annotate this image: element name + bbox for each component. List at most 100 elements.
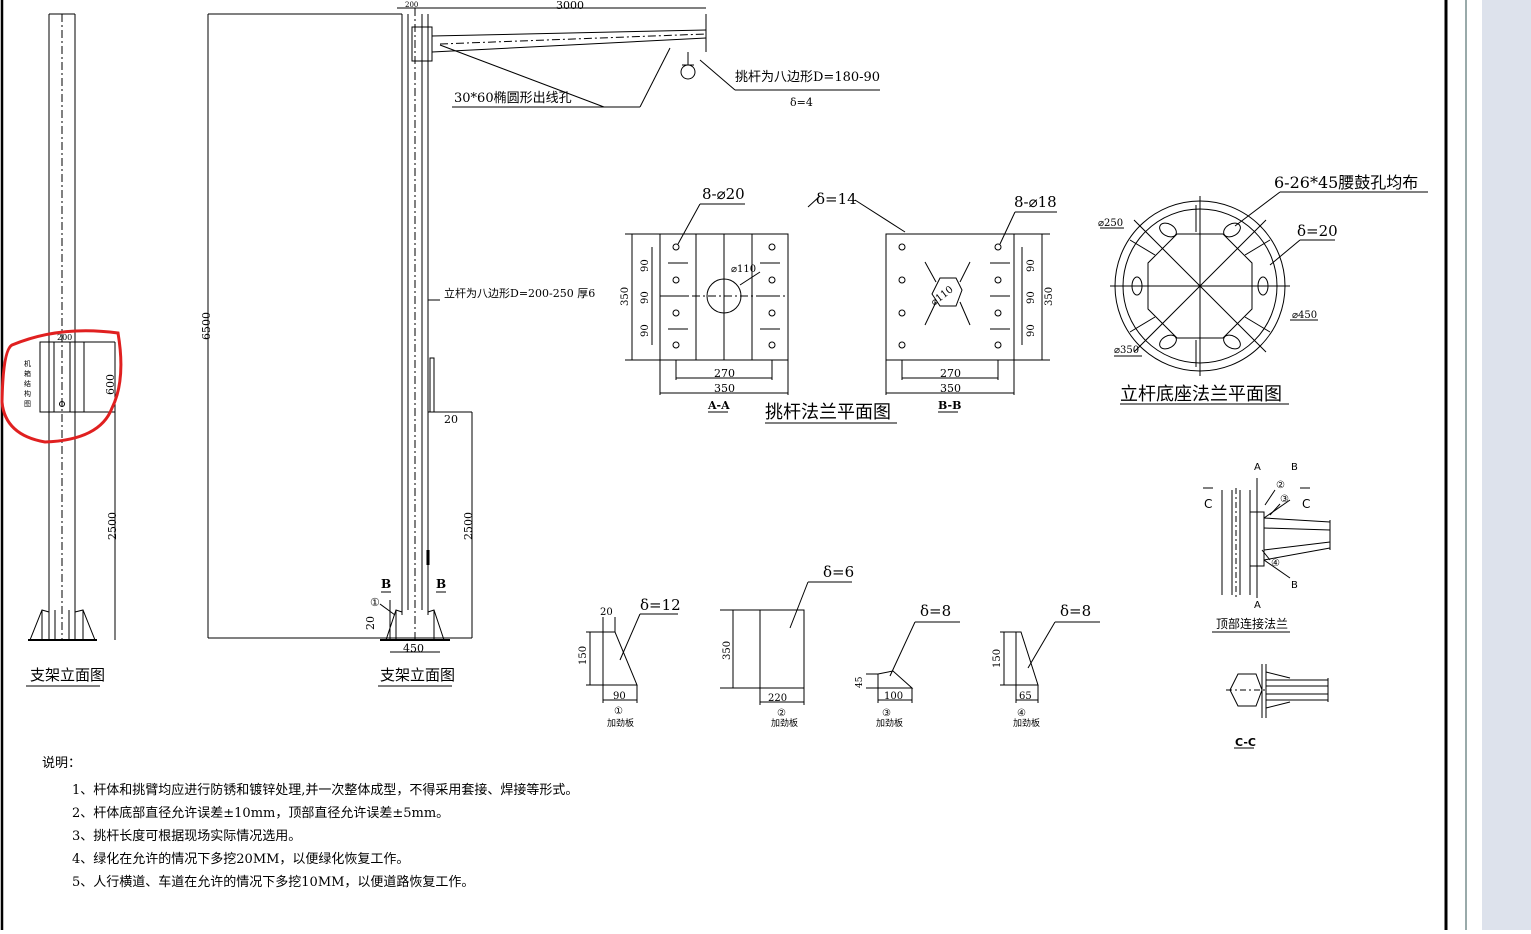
stiffener-2-thickness: δ=6 — [823, 563, 854, 581]
base-d350: ⌀350 — [1114, 345, 1139, 356]
box-label-1: 机 — [24, 359, 31, 368]
stiffener-2-name: 加劲板 — [771, 717, 798, 729]
top-flange-c-right: C — [1302, 497, 1310, 511]
main-elevation — [207, 7, 880, 687]
note-item-5: 5、人行横道、车道在允许的情况下多挖10MM，以便道路恢复工作。 — [72, 875, 475, 890]
aa-label: A-A — [707, 399, 730, 412]
note-item-1: 1、杆体和挑臂均应进行防锈和镀锌处理,并一次整体成型，不得采用套接、焊接等形式。 — [72, 783, 579, 798]
stiffener-2-num: ② — [777, 708, 786, 719]
stiffener-1-w: 90 — [613, 691, 626, 702]
stiffener-4-thickness: δ=8 — [1060, 602, 1091, 620]
dim-arm-length: 3000 — [556, 0, 584, 12]
notes-block: 说明： 1、杆体和挑臂均应进行防锈和镀锌处理,并一次整体成型，不得采用套接、焊接… — [42, 752, 578, 894]
bb-dim-350: 350 — [940, 382, 961, 395]
dim-small: 200 — [57, 333, 72, 342]
stiffener-1-h: 150 — [578, 646, 589, 665]
section-cc-label: C-C — [1235, 736, 1256, 749]
dim-box-height: 600 — [104, 374, 117, 395]
scrollbar-track[interactable] — [1482, 0, 1531, 930]
dim-left-lower: 2500 — [106, 512, 119, 540]
dim-base-width: 450 — [403, 642, 424, 655]
stiffener-4-w: 65 — [1019, 691, 1032, 702]
stiffener-3 — [866, 621, 960, 703]
stiffener-4-num: ④ — [1017, 708, 1026, 719]
note-item-4: 4、绿化在允许的情况下多挖20MM，以便绿化恢复工作。 — [72, 852, 410, 867]
stiffener-2-h: 350 — [722, 641, 733, 660]
aa-dim-270: 270 — [714, 367, 735, 380]
base-flange-thickness: δ=20 — [1297, 222, 1338, 240]
top-flange-b-bottom: B — [1291, 580, 1298, 591]
flange-bb — [765, 195, 1057, 424]
top-flange-a-top: A — [1254, 462, 1261, 473]
arm-thickness: δ=4 — [790, 96, 813, 109]
box-label-2: 箱 — [24, 369, 31, 378]
flange-aa — [625, 203, 789, 413]
dim-top-width: 200 — [405, 1, 418, 9]
pole-note: 立杆为八边形D=200-250 厚6 — [444, 286, 595, 300]
stiffener-1-top: 20 — [600, 607, 613, 618]
top-flange-title: 顶部连接法兰 — [1216, 616, 1288, 631]
box-label-4: 构 — [24, 389, 31, 398]
arm-flange-thickness: δ=14 — [816, 190, 857, 208]
note-item-2: 2、杆体底部直径允许误差±10mm，顶部直径允许误差±5mm。 — [72, 806, 450, 821]
aa-dim-90-a: 90 — [640, 259, 651, 272]
red-highlight-circle — [0, 329, 123, 444]
aa-dim-90-b: 90 — [640, 291, 651, 304]
top-flange-b-top: B — [1291, 462, 1298, 473]
left-elevation-title: 支架立面图 — [30, 666, 105, 684]
stiffener-2 — [720, 581, 852, 705]
stiffener-1 — [586, 613, 678, 703]
top-flange-n2: ② — [1276, 480, 1285, 491]
bb-dim-350-side: 350 — [1044, 287, 1055, 306]
base-flange — [1100, 191, 1428, 405]
stiffener-3-thickness: δ=8 — [920, 602, 951, 620]
stiffener-4-h: 150 — [992, 649, 1003, 668]
bb-holes: 8-⌀18 — [1014, 193, 1057, 211]
stiffener-2-w: 220 — [768, 693, 787, 704]
top-flange-c-left: C — [1204, 497, 1212, 511]
top-flange-n4: ④ — [1271, 558, 1280, 569]
dim-base-height: 20 — [364, 616, 377, 630]
callout-1: ① — [370, 596, 380, 609]
bb-dim-90-c: 90 — [1026, 324, 1037, 337]
stiffener-3-num: ③ — [882, 708, 891, 719]
aa-center: ⌀110 — [731, 264, 756, 275]
left-elevation — [26, 13, 116, 687]
bb-center: ⌀110 — [929, 284, 956, 308]
aa-dim-90-c: 90 — [640, 324, 651, 337]
stiffener-3-name: 加劲板 — [876, 717, 903, 729]
aa-dim-350: 350 — [714, 382, 735, 395]
top-flange — [1203, 478, 1331, 633]
base-flange-title: 立杆底座法兰平面图 — [1120, 384, 1282, 405]
bb-dim-270: 270 — [940, 367, 961, 380]
section-b-right: B — [436, 577, 446, 591]
arm-flange-title: 挑杆法兰平面图 — [765, 402, 891, 423]
main-elevation-title: 支架立面图 — [380, 666, 455, 684]
arm-note: 挑杆为八边形D=180-90 — [735, 70, 880, 85]
bb-dim-90-b: 90 — [1026, 291, 1037, 304]
dim-main-lower: 2500 — [462, 512, 475, 540]
stiffener-4 — [1000, 621, 1100, 703]
stiffener-4-name: 加劲板 — [1013, 717, 1040, 729]
aa-dim-350-side: 350 — [620, 287, 631, 306]
box-label-5: 图 — [24, 400, 31, 408]
base-d250: ⌀250 — [1098, 218, 1123, 229]
stiffener-1-num: ① — [614, 706, 623, 717]
hole-note: 30*60椭圆形出线孔 — [454, 90, 572, 106]
dim-total-height: 6500 — [200, 312, 213, 340]
section-b-left: B — [381, 577, 391, 591]
dim-gap: 20 — [444, 413, 458, 426]
box-label-3: 结 — [24, 379, 31, 388]
stiffener-3-w: 100 — [884, 691, 903, 702]
stiffener-1-name: 加劲板 — [607, 717, 634, 729]
top-flange-n3: ③ — [1280, 494, 1289, 505]
note-item-3: 3、挑杆长度可根据现场实际情况选用。 — [72, 829, 302, 844]
bb-dim-90-a: 90 — [1026, 259, 1037, 272]
section-cc — [1226, 664, 1329, 749]
top-flange-a-bottom: A — [1254, 600, 1261, 611]
notes-title: 说明： — [42, 756, 82, 771]
aa-holes: 8-⌀20 — [702, 185, 745, 203]
stiffener-1-thickness: δ=12 — [640, 596, 681, 614]
